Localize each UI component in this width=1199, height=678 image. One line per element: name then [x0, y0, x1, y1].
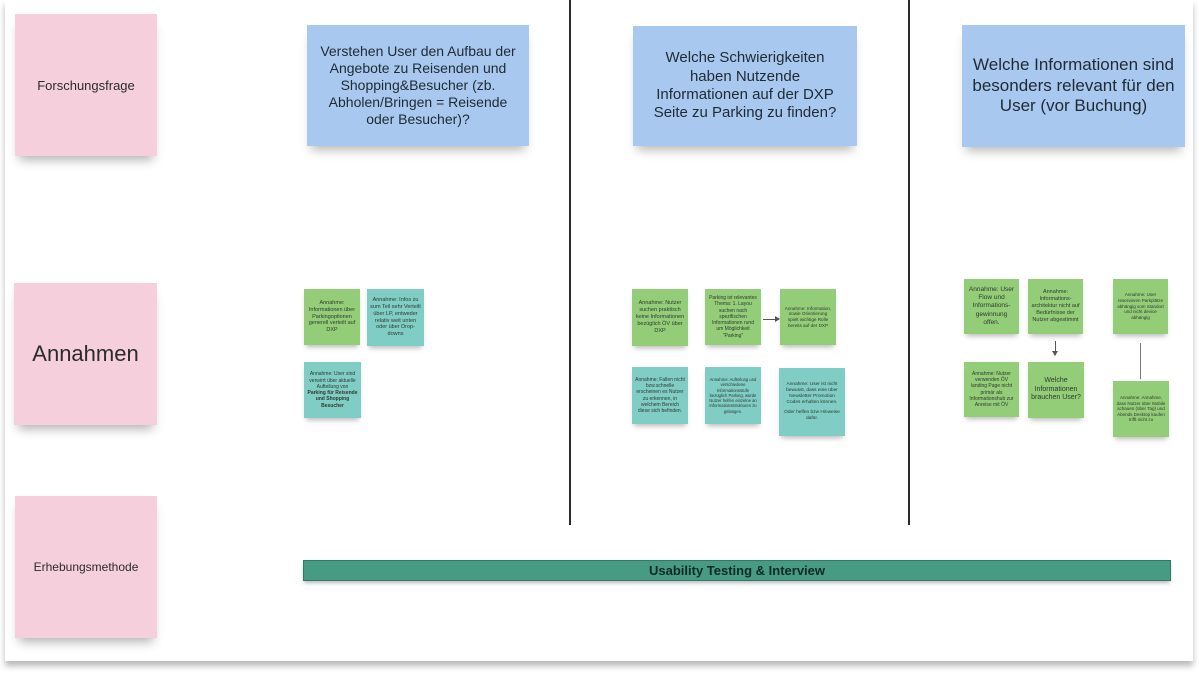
column-divider-1 [569, 0, 571, 525]
assumption-note-c2-5-text: Annahme: Aufteilung und verschiedene Inf… [709, 377, 757, 414]
assumption-note-c1-3-wrap: Annahme: User sind verwirrt über aktuell… [307, 371, 358, 409]
assumption-note-c2-1[interactable]: Annahme: Nutzer suchen praktisch keine I… [632, 289, 688, 346]
assumption-note-c3-4[interactable]: Annahme: Nutzer verwenden ÖV landing Pag… [964, 362, 1019, 417]
column-divider-2 [908, 0, 910, 525]
research-question-1[interactable]: Verstehen User den Aufbau der Angebote z… [307, 25, 529, 146]
research-question-1-text: Verstehen User den Aufbau der Angebote z… [320, 42, 516, 128]
assumption-note-c3-2-text: Annahme: Informations-architektur nicht … [1031, 289, 1080, 323]
research-question-2-text: Welche Schwierigkeiten haben Nutzende In… [653, 49, 837, 122]
method-bar-text: Usability Testing & Interview [648, 563, 826, 578]
assumption-note-c3-1-text: Annahme: User Flow und Informations-gewi… [968, 286, 1015, 326]
row-label-research-question-text: Forschungsfrage [37, 77, 135, 93]
assumption-note-c2-6[interactable]: Annahme: User ist nicht bewusst, dass ei… [779, 368, 845, 436]
assumption-note-c1-3[interactable]: Annahme: User sind verwirrt über aktuell… [304, 362, 361, 418]
row-label-method-text: Erhebungsmethode [33, 560, 139, 574]
assumption-note-c1-2[interactable]: Annahme: Infos zu sum Teil sehr Verteilt… [367, 289, 424, 346]
assumption-note-c1-1[interactable]: Annahme: Informationen über Parkingoptio… [304, 289, 360, 345]
method-bar[interactable]: Usability Testing & Interview [303, 560, 1171, 581]
assumption-note-c1-3-text: Annahme: User sind verwirrt über aktuell… [309, 371, 356, 390]
assumption-note-c1-2-text: Annahme: Infos zu sum Teil sehr Verteilt… [370, 296, 421, 338]
assumption-note-c2-2[interactable]: Parking ist relevantes Thema: 1. Layou s… [705, 289, 761, 345]
row-label-research-question[interactable]: Forschungsfrage [15, 14, 157, 156]
assumption-note-c2-6-text-2: Oder helfen bzw Hinweise dafür. [784, 409, 840, 421]
whiteboard-canvas[interactable]: Forschungsfrage Annahmen Erhebungsmethod… [5, 0, 1193, 661]
connector-arrow-c2 [763, 316, 780, 322]
assumption-note-c2-6-text: Annahme: User ist nicht bewusst, dass ei… [786, 382, 838, 405]
assumption-note-c1-3-bold: Parking für Reisende und Shopping Besuch… [307, 390, 358, 409]
assumption-note-c3-6[interactable]: Annahme: Annahme, dass Nutzer über Mobil… [1113, 381, 1169, 437]
assumption-note-c3-2[interactable]: Annahme: Informations-architektur nicht … [1028, 279, 1083, 334]
assumption-note-c3-5[interactable]: Welche Informationen brauchen User? [1028, 362, 1084, 418]
research-question-3[interactable]: Welche Informationen sind besonders rele… [962, 25, 1185, 147]
connector-arrow-c3 [1052, 341, 1058, 356]
assumption-note-c1-1-text: Annahme: Informationen über Parkingoptio… [308, 299, 356, 334]
assumption-note-c2-1-text: Annahme: Nutzer suchen praktisch keine I… [635, 300, 685, 334]
assumption-note-c3-1[interactable]: Annahme: User Flow und Informations-gewi… [964, 279, 1019, 334]
assumption-note-c2-3-text: Annahme: Information, sowie Orientierung… [784, 305, 832, 328]
connector-line-c3 [1140, 343, 1141, 379]
assumption-note-c3-3[interactable]: Annahme: User reservieren Parkplätze abh… [1113, 279, 1168, 334]
assumption-note-c2-4[interactable]: Annahme: Fallen nicht bzw.schnelle ersch… [632, 367, 688, 424]
research-question-2[interactable]: Welche Schwierigkeiten haben Nutzende In… [633, 26, 857, 146]
assumption-note-c3-4-text: Annahme: Nutzer verwenden ÖV landing Pag… [969, 370, 1014, 408]
assumption-note-c3-5-text: Welche Informationen brauchen User? [1031, 376, 1081, 402]
research-question-3-text: Welche Informationen sind besonders rele… [972, 54, 1175, 116]
assumption-note-c2-5[interactable]: Annahme: Aufteilung und verschiedene Inf… [705, 367, 761, 424]
assumption-note-c3-3-text: Annahme: User reservieren Parkplätze abh… [1117, 292, 1164, 320]
assumption-note-c3-6-text: Annahme: Annahme, dass Nutzer über Mobil… [1116, 394, 1166, 423]
assumption-note-c2-4-text: Annahme: Fallen nicht bzw.schnelle ersch… [635, 376, 685, 414]
row-label-method[interactable]: Erhebungsmethode [15, 496, 157, 638]
assumption-note-c2-2-text: Parking ist relevantes Thema: 1. Layou s… [709, 295, 757, 339]
row-label-assumptions[interactable]: Annahmen [14, 283, 157, 425]
row-label-assumptions-text: Annahmen [32, 341, 139, 366]
assumption-note-c2-3[interactable]: Annahme: Information, sowie Orientierung… [780, 289, 836, 345]
